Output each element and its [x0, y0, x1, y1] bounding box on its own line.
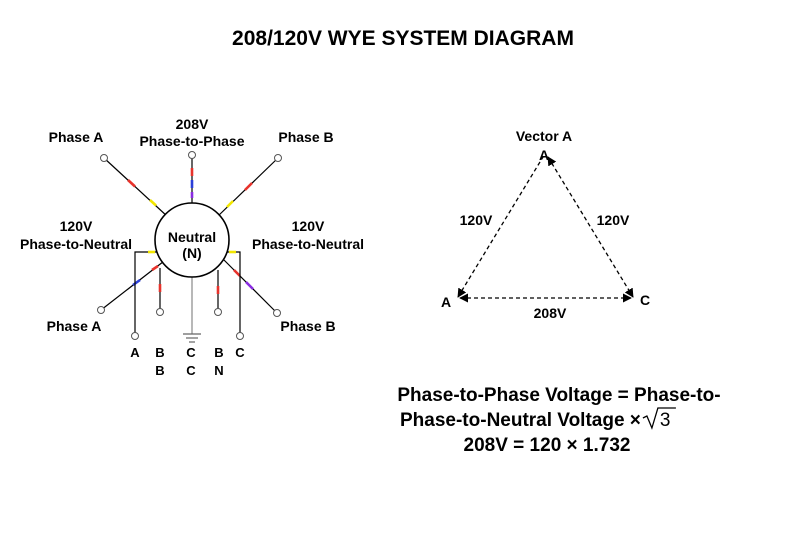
lead-terminal-4	[214, 270, 222, 316]
vector-left-side	[457, 156, 544, 298]
terminal-phase-a-top	[100, 154, 108, 162]
label-phase-a-top: Phase A	[49, 129, 104, 145]
vector-bottom-side-label: 208V	[534, 305, 567, 321]
lead-terminal-5	[225, 250, 244, 340]
label-phase-to-phase: Phase-to-Phase	[139, 133, 244, 149]
terminal-label-5: C	[235, 345, 245, 360]
vertex-top-label: A	[539, 147, 549, 163]
terminal-label-3-top: C	[186, 345, 196, 360]
neutral-n-label: (N)	[182, 245, 201, 261]
terminal-label-3-bottom: C	[186, 363, 196, 378]
terminal-label-2-bottom: B	[155, 363, 164, 378]
terminal-label-4-top: B	[214, 345, 223, 360]
wire-phase-a-top	[100, 154, 169, 218]
terminal-label-1: A	[130, 345, 140, 360]
vertex-left-label: A	[441, 294, 451, 310]
terminal-1	[131, 332, 139, 340]
terminal-phase-a-bottom	[97, 306, 105, 314]
diagram-title: 208/120V WYE SYSTEM DIAGRAM	[232, 27, 574, 50]
neutral-node	[154, 202, 230, 278]
terminal-5	[236, 332, 244, 340]
vector-right-side	[547, 156, 634, 298]
label-120v-right: 120V	[292, 218, 325, 234]
terminal-label-4-bottom: N	[214, 363, 223, 378]
vector-title: Vector A	[516, 128, 572, 144]
vector-right-side-label: 120V	[597, 212, 630, 228]
label-phase-a-bottom: Phase A	[47, 318, 102, 334]
terminal-4	[214, 308, 222, 316]
wire-phase-a-bottom	[97, 257, 169, 314]
sqrt-symbol: 3	[642, 407, 676, 431]
vector-triangle: Vector A A A C 120V 120V 208V	[441, 128, 650, 321]
label-phase-b-top: Phase B	[278, 129, 333, 145]
formula-line-2: Phase-to-Neutral Voltage ×	[400, 410, 641, 431]
vertex-right-label: C	[640, 292, 650, 308]
lead-terminal-1	[131, 250, 160, 340]
label-phase-b-bottom: Phase B	[280, 318, 335, 334]
lead-terminal-2	[156, 268, 164, 316]
formula-line-1: Phase-to-Phase Voltage = Phase-to-	[397, 385, 720, 406]
label-phase-to-neutral-right: Phase-to-Neutral	[252, 236, 364, 252]
terminal-phase-to-phase	[188, 151, 196, 159]
neutral-label: Neutral	[168, 229, 216, 245]
sqrt-argument: 3	[660, 410, 671, 431]
label-208v: 208V	[176, 116, 209, 132]
vector-left-side-label: 120V	[460, 212, 493, 228]
terminal-label-2-top: B	[155, 345, 164, 360]
formula-line-3: 208V = 120 × 1.732	[464, 435, 631, 456]
voltage-formula: Phase-to-Phase Voltage = Phase-to- Phase…	[397, 385, 720, 456]
terminal-phase-b-bottom	[273, 309, 281, 317]
wire-phase-b-top	[216, 154, 282, 218]
wire-phase-b-bottom	[221, 257, 281, 317]
label-phase-to-neutral-left: Phase-to-Neutral	[20, 236, 132, 252]
terminal-2	[156, 308, 164, 316]
terminal-phase-b-top	[274, 154, 282, 162]
label-120v-left: 120V	[60, 218, 93, 234]
wye-connection: Neutral (N) Phase A 208V Phase-to-Phase …	[20, 116, 364, 378]
wire-phase-to-phase	[188, 151, 196, 205]
